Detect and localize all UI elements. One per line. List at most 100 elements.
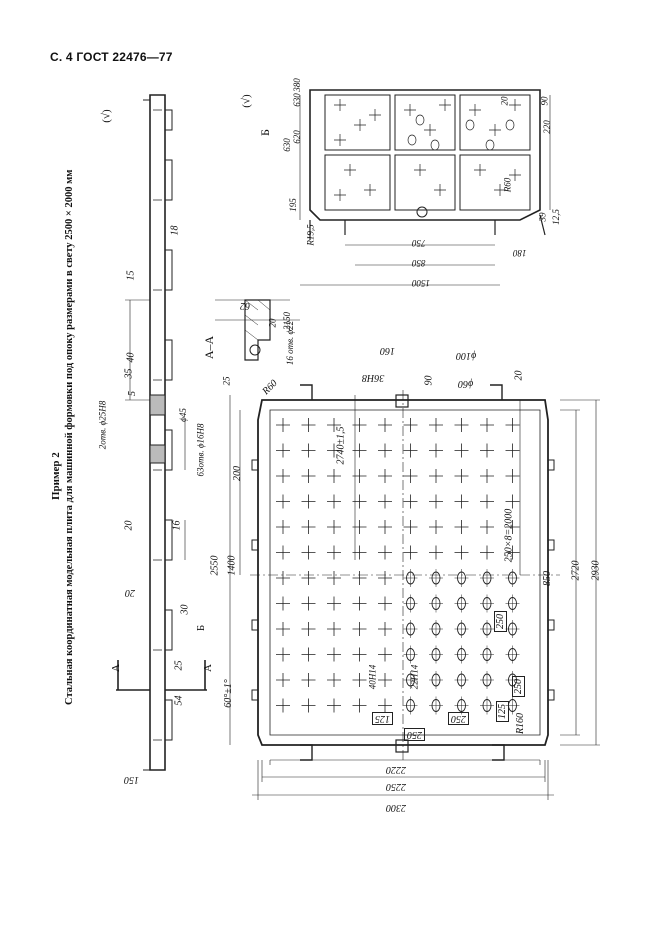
cross-mark: [403, 443, 418, 458]
cross-mark: [301, 443, 316, 458]
cross-mark: [480, 418, 494, 432]
label-850: 850: [542, 571, 553, 586]
hole-centerline: [480, 620, 494, 638]
b-20: 20: [499, 96, 510, 106]
cross-mark: [276, 673, 290, 687]
view-b-cross: [469, 104, 481, 116]
section-aa-title: А–А: [202, 335, 217, 360]
cross-mark: [352, 418, 367, 432]
hole-centerline: [429, 696, 443, 715]
cross-mark: [352, 698, 367, 713]
label-15: 15: [125, 270, 137, 281]
mark-a-right: А: [201, 664, 214, 672]
cross-mark: [403, 494, 418, 509]
cross-mark: [454, 443, 469, 458]
b-39: 39: [537, 212, 548, 222]
label-45: ϕ45: [177, 408, 188, 422]
cross-mark: [327, 520, 341, 534]
label-160: 160: [380, 345, 395, 356]
label-250x8: 250×8=2000: [503, 508, 515, 563]
b-r195: R19,5: [305, 224, 316, 246]
label-2740: 2740±1,5: [335, 426, 347, 465]
cross-mark: [276, 469, 290, 483]
view-b-cross: [439, 99, 451, 111]
cross-mark: [301, 494, 316, 509]
label-20-side: 20: [125, 587, 135, 598]
cross-mark: [403, 469, 418, 483]
view-b-title: Б: [257, 129, 272, 136]
b-750: 750: [412, 238, 426, 248]
label-60: ϕ60: [458, 378, 474, 389]
label-250-c: 250: [494, 611, 507, 632]
view-b-cross: [369, 109, 381, 121]
view-b-cross: [494, 184, 506, 196]
label-20-top: 20: [513, 370, 525, 381]
view-b-cross: [334, 99, 346, 111]
label-40h14: 40H14: [367, 664, 378, 690]
cross-mark: [480, 494, 494, 509]
view-b-cross: [424, 124, 436, 136]
cross-mark: [454, 469, 469, 483]
cross-mark: [276, 443, 290, 458]
b-630-top: 630: [291, 93, 302, 107]
cross-mark: [301, 698, 316, 713]
label-2250: 2250: [386, 781, 406, 792]
label-angle: 60°±1°: [222, 679, 234, 708]
hole-centerline: [429, 594, 443, 613]
cross-mark: [352, 596, 367, 611]
cross-mark: [327, 622, 341, 636]
hole-centerline: [429, 645, 443, 664]
cross-mark: [276, 494, 290, 509]
aa-20: 20: [267, 318, 278, 328]
label-250-a: 250: [448, 712, 469, 725]
label-r160: R160: [515, 712, 527, 735]
label-22h14: 22H14: [409, 664, 420, 690]
label-125-b: 125: [496, 701, 509, 722]
cross-mark: [480, 469, 494, 483]
hole-centerline: [429, 671, 443, 689]
view-b-hole: [415, 114, 425, 126]
b-195: 195: [287, 198, 298, 212]
cross-mark: [378, 673, 392, 687]
view-b-cross: [404, 104, 416, 116]
view-b-cross: [434, 184, 446, 196]
cross-mark: [429, 469, 443, 483]
cross-mark: [378, 494, 392, 509]
cross-mark: [454, 545, 469, 560]
view-b-cross: [509, 169, 521, 181]
hole-centerline: [403, 620, 418, 638]
label-2220: 2220: [386, 764, 406, 775]
hole-centerline: [454, 671, 469, 689]
b-90: 90: [539, 96, 550, 106]
hole-centerline: [429, 569, 443, 587]
cross-mark: [429, 443, 443, 458]
view-b-cross: [489, 124, 501, 136]
view-b-cross: [334, 189, 346, 201]
label-2720: 2720: [570, 560, 582, 581]
label-250-d: 250: [512, 676, 525, 697]
cross-mark: [505, 545, 520, 560]
hole-centerline: [480, 594, 494, 613]
cross-mark: [480, 520, 494, 534]
cross-mark: [327, 647, 341, 662]
hole-centerline: [403, 645, 418, 664]
cross-mark: [505, 469, 520, 483]
hole-centerline: [480, 569, 494, 587]
cross-mark: [327, 571, 341, 585]
cross-mark: [505, 443, 520, 458]
b-630: 630: [281, 138, 292, 152]
view-b-hole: [430, 139, 440, 151]
cross-mark: [301, 673, 316, 687]
cross-mark: [301, 545, 316, 560]
hole-centerline: [429, 620, 443, 638]
hole-centerline: [403, 671, 418, 689]
cross-mark: [505, 494, 520, 509]
cross-mark: [352, 673, 367, 687]
plate-plan-view: [250, 384, 560, 761]
aa-holes: 16 отв. ϕ22: [285, 320, 296, 366]
hole-centerline: [454, 569, 469, 587]
hole-centerline: [480, 696, 494, 715]
cross-mark: [276, 698, 290, 713]
